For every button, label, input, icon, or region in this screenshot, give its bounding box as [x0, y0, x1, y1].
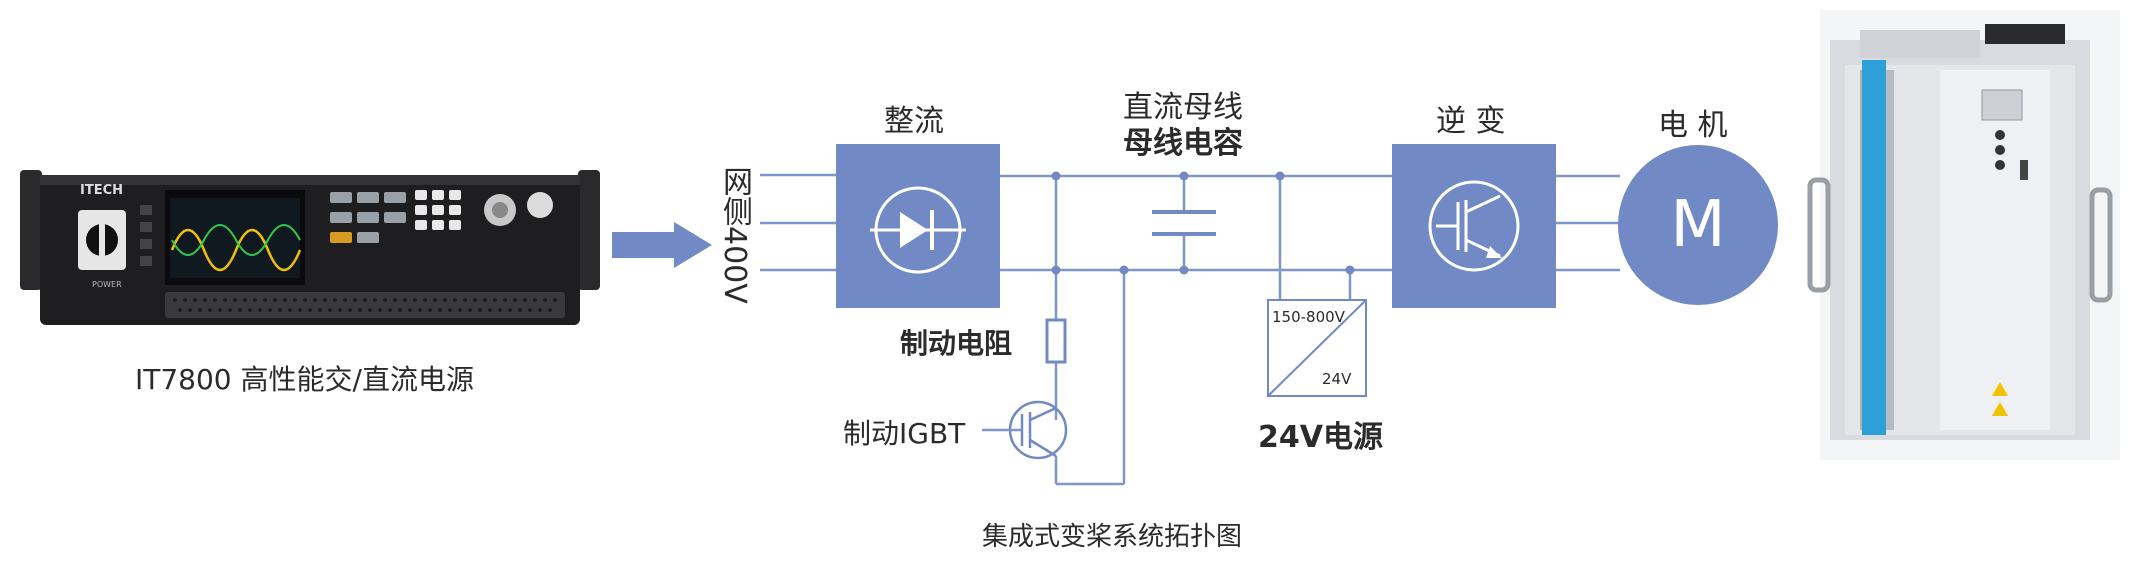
grid-label: 网侧 400V — [717, 166, 758, 304]
arrow-right-icon — [612, 222, 712, 268]
inverter-block — [1392, 144, 1556, 308]
dc-bus-label: 直流母线 — [1123, 90, 1243, 125]
power-supply-device: ITECH POWER — [0, 130, 620, 370]
grid-label-line1: 网侧 — [717, 166, 752, 226]
psu-label: 24V电源 — [1258, 420, 1383, 455]
brand-logo: ITECH — [80, 183, 123, 198]
motor-label: 电 机 — [1658, 108, 1728, 143]
pitch-drive-cabinet-illustration — [1807, 10, 2120, 460]
inverter-label: 逆 变 — [1436, 104, 1506, 139]
psu-block — [1267, 299, 1367, 397]
psu-range-label: 150-800V — [1272, 308, 1345, 326]
grid-label-line2: 400V — [717, 226, 752, 304]
motor-symbol: M — [1670, 188, 1726, 262]
rectifier-label: 整流 — [884, 104, 944, 139]
diagram-caption: 集成式变桨系统拓扑图 — [982, 522, 1243, 552]
brake-igbt-label: 制动IGBT — [843, 417, 966, 450]
power-supply-caption: IT7800 高性能交/直流电源 — [135, 363, 474, 396]
brake-igbt-icon — [982, 400, 1068, 460]
bus-capacitor-label: 母线电容 — [1123, 126, 1243, 161]
power-label: POWER — [92, 280, 122, 289]
brake-resistor-icon — [1045, 318, 1067, 364]
rectifier-block — [836, 144, 1000, 308]
motor-circle — [1618, 145, 1778, 305]
brake-resistor-label: 制动电阻 — [900, 327, 1013, 360]
power-supply-illustration: ITECH POWER — [20, 170, 600, 325]
psu-output-label: 24V — [1322, 370, 1352, 388]
